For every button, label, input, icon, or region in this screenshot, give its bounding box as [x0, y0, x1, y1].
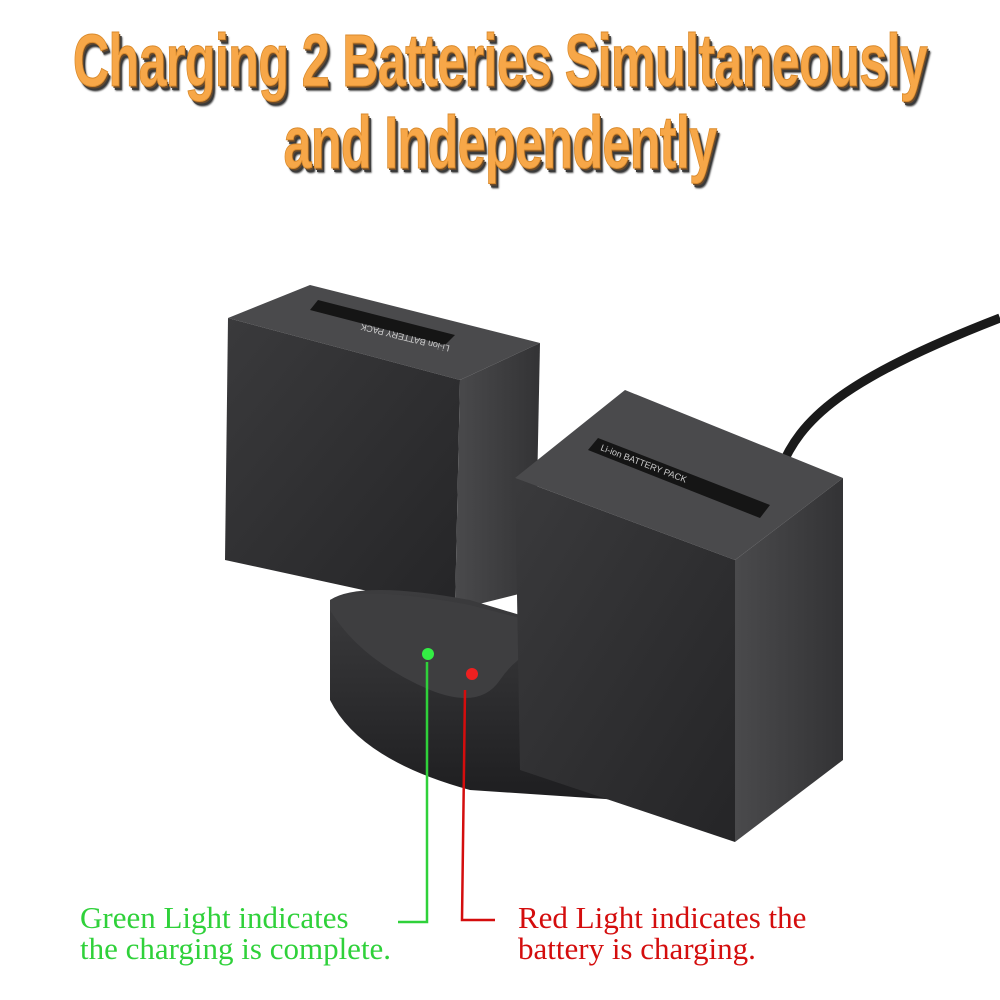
- headline-line-1: Charging 2 Batteries Simultaneously: [72, 19, 929, 102]
- red-caption-line-1: Red Light indicates the: [518, 900, 807, 935]
- green-caption-line-1: Green Light indicates: [80, 900, 349, 935]
- green-light-caption: Green Light indicates the charging is co…: [80, 902, 391, 964]
- green-caption-line-2: the charging is complete.: [80, 931, 392, 966]
- power-cable: [775, 313, 1000, 472]
- red-caption-line-2: battery is charging.: [518, 931, 756, 966]
- green-led: [422, 648, 434, 660]
- red-leader-line: [460, 689, 495, 922]
- red-light-caption: Red Light indicates the battery is charg…: [518, 902, 806, 964]
- red-led: [466, 668, 478, 680]
- left-battery: Li-ion BATTERY PACK: [225, 285, 540, 610]
- right-battery: Li-ion BATTERY PACK: [515, 390, 843, 842]
- headline-line-2: and Independently: [283, 101, 717, 184]
- green-leader-line: [398, 662, 429, 924]
